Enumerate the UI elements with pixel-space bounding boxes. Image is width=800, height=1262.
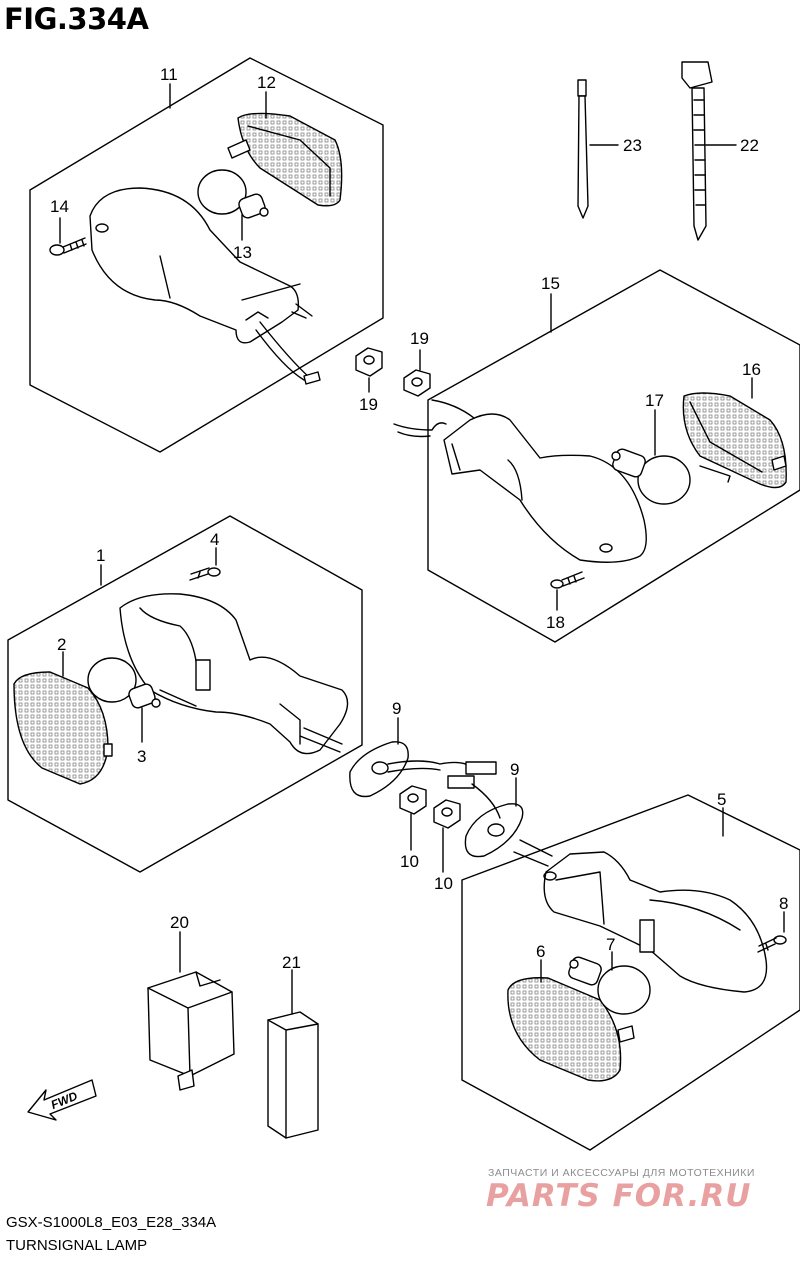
- watermark-logo: PARTS FOR.RU: [486, 1178, 752, 1214]
- nut-10-right: [433, 799, 461, 829]
- callout-3: 3: [137, 747, 146, 766]
- screw-8: [757, 935, 787, 953]
- gasket-9-right: [447, 775, 524, 858]
- callout-6: 6: [536, 942, 545, 961]
- callout-23: 23: [623, 136, 642, 155]
- lens-2: [13, 671, 113, 785]
- callout-19-lower: 19: [359, 395, 378, 414]
- figure-title: FIG.334A: [4, 2, 149, 36]
- screw-14: [49, 237, 87, 256]
- callout-21: 21: [282, 953, 301, 972]
- housing-1: [119, 593, 349, 755]
- callout-16: 16: [742, 360, 761, 379]
- bulb-3: [87, 657, 161, 709]
- nut-19-upper: [355, 347, 383, 377]
- nut-10-left: [399, 785, 427, 815]
- screw-18: [550, 571, 585, 589]
- lens-12: [227, 112, 343, 207]
- callout-2: 2: [57, 635, 66, 654]
- callout-17: 17: [645, 391, 664, 410]
- callout-11: 11: [160, 65, 178, 84]
- cable-tie-23: [577, 79, 589, 219]
- callout-10-right: 10: [434, 874, 453, 893]
- callout-22: 22: [740, 136, 759, 155]
- housing-5: [513, 839, 768, 993]
- housing-11: [89, 187, 321, 385]
- bulb-7: [568, 956, 651, 1015]
- lens-16: [682, 392, 787, 489]
- screw-4: [189, 567, 221, 581]
- callout-8: 8: [779, 894, 788, 913]
- callout-18: 18: [546, 613, 565, 632]
- gasket-9-left: [349, 741, 497, 798]
- callout-10-left: 10: [400, 852, 419, 871]
- callout-7: 7: [606, 935, 615, 954]
- group-frame-5: [461, 794, 800, 1151]
- cable-tie-22: [681, 61, 713, 241]
- callout-5: 5: [717, 790, 726, 809]
- nut-19-lower: [403, 369, 431, 397]
- group-frame-1: [7, 515, 363, 873]
- lens-6: [507, 977, 635, 1082]
- bulb-13: [197, 169, 269, 219]
- callout-20: 20: [170, 913, 189, 932]
- bulb-17: [611, 448, 691, 505]
- callout-9-left: 9: [392, 699, 401, 718]
- callout-14: 14: [50, 197, 69, 216]
- callout-numbers: 11 12 13 14 23 22 15 19 19 16 17 18 1 4 …: [50, 65, 788, 972]
- callout-19-upper: 19: [410, 329, 429, 348]
- relay-20: [147, 971, 235, 1091]
- figure-caption: TURNSIGNAL LAMP: [6, 1237, 148, 1254]
- callout-12: 12: [257, 73, 276, 92]
- label-21: [267, 1011, 319, 1139]
- callout-1: 1: [96, 546, 105, 565]
- callout-13: 13: [233, 243, 252, 262]
- group-frame-15: [427, 269, 800, 643]
- watermark-tagline: ЗАПЧАСТИ И АКСЕССУАРЫ ДЛЯ МОТОТЕХНИКИ: [488, 1167, 755, 1179]
- callout-9-right: 9: [510, 760, 519, 779]
- callout-15: 15: [541, 274, 560, 293]
- callout-4: 4: [210, 530, 219, 549]
- housing-15: [393, 399, 647, 563]
- fwd-arrow-icon: [27, 1079, 97, 1121]
- group-frame-11: [29, 57, 384, 453]
- model-code: GSX-S1000L8_E03_E28_334A: [6, 1214, 217, 1231]
